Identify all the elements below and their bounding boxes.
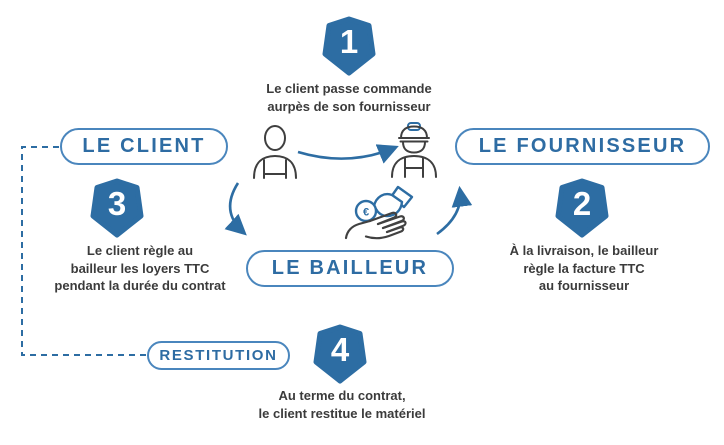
shield-shape-icon bbox=[313, 324, 367, 384]
step-1-badge: 1 bbox=[320, 16, 378, 76]
person-icon bbox=[247, 124, 303, 180]
step-3-number: 3 bbox=[107, 184, 127, 222]
arrow-bailleur-to-fournisseur bbox=[436, 185, 473, 236]
shield-shape-icon bbox=[555, 178, 609, 238]
step-4-description: Au terme du contrat, le client restitue … bbox=[258, 388, 426, 421]
step-2-badge: 2 bbox=[553, 178, 611, 238]
step-4-number: 4 bbox=[330, 330, 350, 368]
step-2-description: À la livraison, le bailleur règle la fac… bbox=[509, 243, 659, 294]
entity-restitution-pill: RESTITUTION bbox=[147, 341, 290, 370]
entity-client-pill: LE CLIENT bbox=[60, 128, 228, 165]
shield-shape-icon bbox=[322, 16, 376, 76]
entity-fournisseur-pill: LE FOURNISSEUR bbox=[455, 128, 710, 165]
euro-symbol: € bbox=[363, 207, 369, 219]
step-3-badge: 3 bbox=[88, 178, 146, 238]
worker-cap-icon bbox=[385, 121, 443, 179]
hand-giving-euro-icon: € bbox=[340, 180, 428, 244]
step-3-description: Le client règle au bailleur les loyers T… bbox=[54, 243, 226, 294]
step-1-description: Le client passe commande aurpès de son f… bbox=[266, 81, 432, 114]
step-2-number: 2 bbox=[572, 184, 592, 222]
step-1-number: 1 bbox=[339, 22, 359, 60]
arrow-client-to-bailleur bbox=[224, 182, 247, 236]
arrow-client-to-fournisseur bbox=[297, 144, 399, 164]
entity-bailleur-pill: LE BAILLEUR bbox=[246, 250, 454, 287]
step-4-badge: 4 bbox=[311, 324, 369, 384]
shield-shape-icon bbox=[90, 178, 144, 238]
